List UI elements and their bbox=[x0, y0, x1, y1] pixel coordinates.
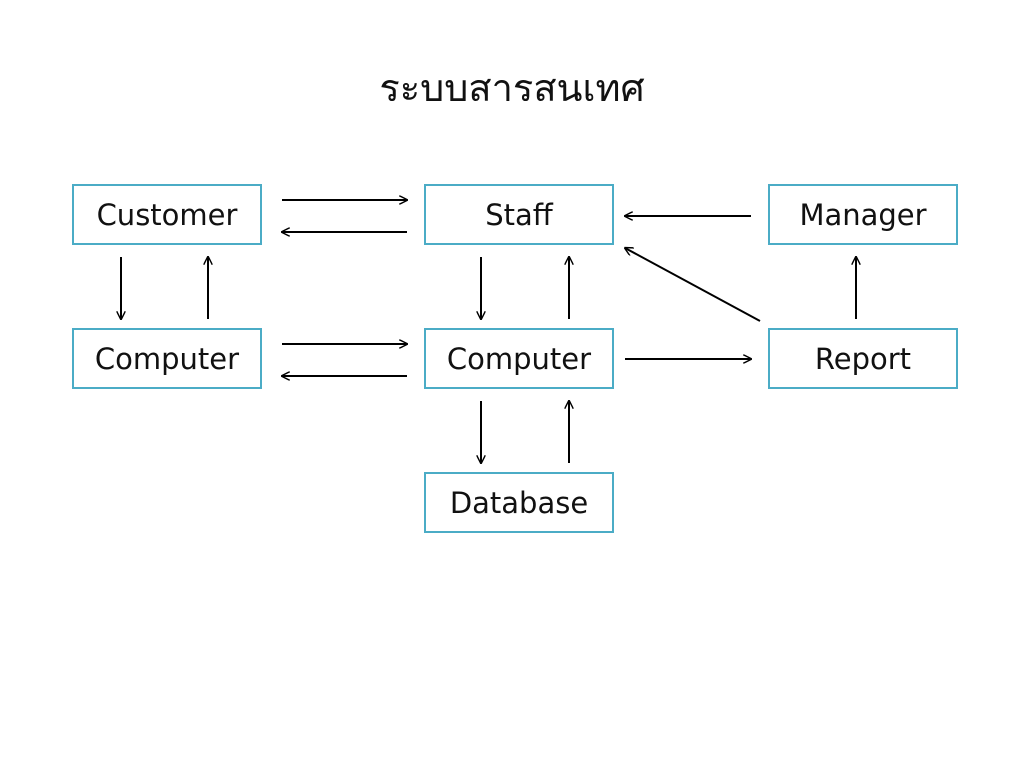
staff-node: Staff bbox=[424, 184, 614, 245]
manager-node: Manager bbox=[768, 184, 958, 245]
page-title: ระบบสารสนเทศ bbox=[379, 66, 645, 110]
computer-left-node: Computer bbox=[72, 328, 262, 389]
report-node: Report bbox=[768, 328, 958, 389]
customer-node: Customer bbox=[72, 184, 262, 245]
arrow-report-to-staff bbox=[625, 248, 761, 322]
database-node: Database bbox=[424, 472, 614, 533]
computer-center-node: Computer bbox=[424, 328, 614, 389]
